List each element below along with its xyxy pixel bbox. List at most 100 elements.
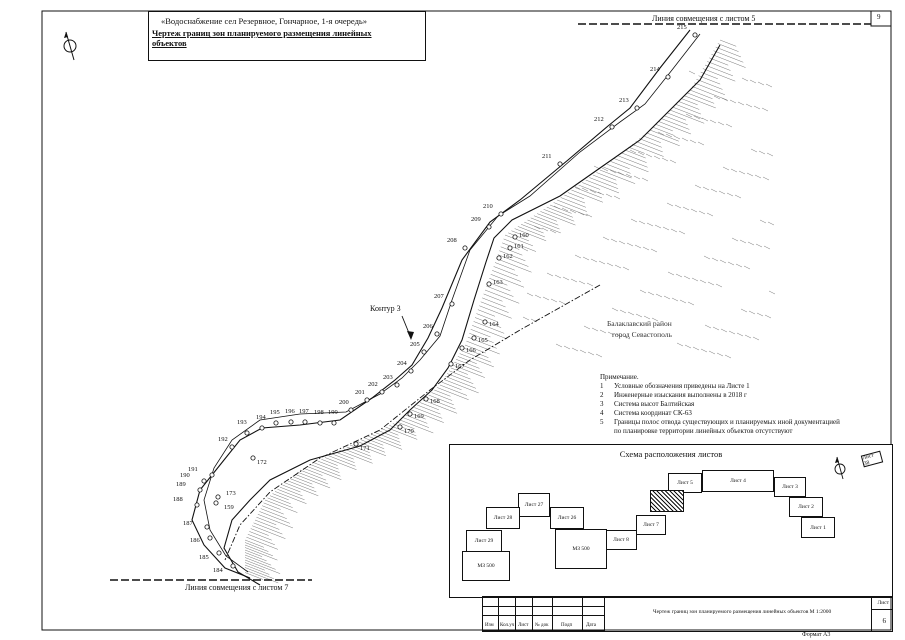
hatch-stroke — [681, 137, 689, 142]
hatch-stroke — [713, 50, 744, 63]
hatch-stroke — [623, 335, 631, 340]
hatch-stroke — [374, 432, 401, 443]
point-label: 206 — [423, 323, 434, 330]
contour-label: Контур 3 — [370, 304, 401, 313]
hatch-stroke — [289, 478, 315, 489]
hatch-stroke — [675, 273, 683, 278]
hatch-stroke — [688, 70, 696, 75]
hatch-stroke — [649, 129, 679, 142]
point-marker — [353, 441, 359, 447]
hatch-stroke — [725, 123, 733, 128]
point-marker — [408, 368, 414, 374]
hatch-stroke — [371, 434, 402, 447]
hatch-stroke — [511, 230, 528, 238]
point-label: 159 — [224, 504, 234, 511]
scheme-tile: Лист 28 — [486, 507, 520, 529]
hatch-stroke — [617, 155, 648, 168]
point-label: 191 — [188, 466, 198, 473]
hatch-stroke — [562, 276, 570, 281]
terrain-slope-hatching — [244, 39, 776, 584]
hatch-stroke — [654, 224, 662, 229]
point-marker — [448, 361, 454, 367]
hatch-stroke — [761, 107, 769, 112]
hatch-stroke — [625, 173, 633, 178]
drawing-title: Чертеж границ зон планируемого размещени… — [152, 28, 372, 38]
hatch-stroke — [396, 421, 415, 429]
point-marker — [609, 124, 615, 130]
point-marker — [229, 444, 235, 450]
scheme-tile: Лист 27 — [518, 493, 550, 517]
hatch-stroke — [666, 202, 674, 207]
hatch-stroke — [598, 260, 606, 265]
north-arrow-icon — [63, 31, 77, 61]
hatch-stroke — [533, 225, 541, 230]
hatch-stroke — [561, 207, 569, 212]
hatch-stroke — [431, 392, 453, 401]
hatch-stroke — [263, 502, 281, 510]
hatch-stroke — [557, 199, 587, 212]
hatch-stroke — [589, 177, 619, 189]
hatch-stroke — [745, 103, 753, 108]
hatch-stroke — [269, 495, 291, 504]
point-marker — [317, 420, 323, 426]
hatch-stroke — [487, 281, 511, 292]
point-marker — [244, 430, 250, 436]
hatch-stroke — [655, 124, 673, 132]
hatch-stroke — [609, 169, 617, 174]
hatch-stroke — [687, 92, 715, 104]
scheme-tile: Лист 29 — [466, 530, 502, 552]
hatch-stroke — [630, 218, 638, 223]
hatch-stroke — [676, 342, 684, 347]
hatch-stroke — [244, 544, 273, 557]
hatch-stroke — [701, 117, 709, 122]
hatch-stroke — [244, 562, 265, 571]
hatch-stroke — [553, 202, 588, 217]
hatch-stroke — [360, 439, 385, 449]
hatch-stroke — [244, 539, 264, 548]
hatch-stroke — [734, 194, 742, 199]
hatch-stroke — [463, 347, 489, 358]
hatch-stroke — [482, 297, 506, 308]
hatch-stroke — [619, 309, 627, 314]
hatch-stroke — [678, 101, 700, 110]
hatch-stroke — [499, 250, 526, 262]
point-marker — [204, 524, 210, 530]
hatch-stroke — [267, 497, 293, 508]
hatch-stroke — [439, 384, 468, 396]
hatch-stroke — [262, 505, 284, 515]
point-marker — [507, 245, 513, 251]
scheme-tile: Лист 7 — [636, 515, 666, 535]
point-marker — [557, 161, 563, 167]
hatch-stroke — [244, 564, 270, 575]
hatch-stroke — [646, 132, 680, 147]
point-label: 195 — [270, 409, 280, 416]
hatch-stroke — [389, 425, 417, 437]
hatch-stroke — [629, 149, 637, 154]
hatch-stroke — [700, 71, 718, 80]
stamp-col: Лист — [516, 597, 533, 631]
hatch-stroke — [707, 61, 731, 71]
hatch-stroke — [726, 192, 734, 197]
hatch-stroke — [717, 43, 739, 52]
point-marker — [394, 382, 400, 388]
hatch-stroke — [673, 135, 681, 140]
point-label: 210 — [483, 203, 493, 210]
hatch-stroke — [483, 293, 503, 302]
point-label: 172 — [257, 459, 267, 466]
point-label: 214 — [650, 66, 661, 73]
hatch-stroke — [349, 444, 370, 453]
hatch-stroke — [635, 313, 643, 318]
hatch-stroke — [728, 330, 736, 335]
hatch-stroke — [447, 373, 474, 384]
hatch-stroke — [765, 83, 773, 88]
hatch-stroke — [378, 430, 400, 439]
point-marker — [486, 224, 492, 230]
hatch-stroke — [434, 389, 451, 397]
hatch-stroke — [591, 327, 599, 332]
hatch-stroke — [307, 466, 342, 480]
hatch-stroke — [569, 209, 577, 214]
hatch-stroke — [500, 246, 523, 256]
hatch-stroke — [682, 206, 690, 211]
point-label: 173 — [226, 490, 236, 497]
hatch-stroke — [417, 404, 441, 415]
